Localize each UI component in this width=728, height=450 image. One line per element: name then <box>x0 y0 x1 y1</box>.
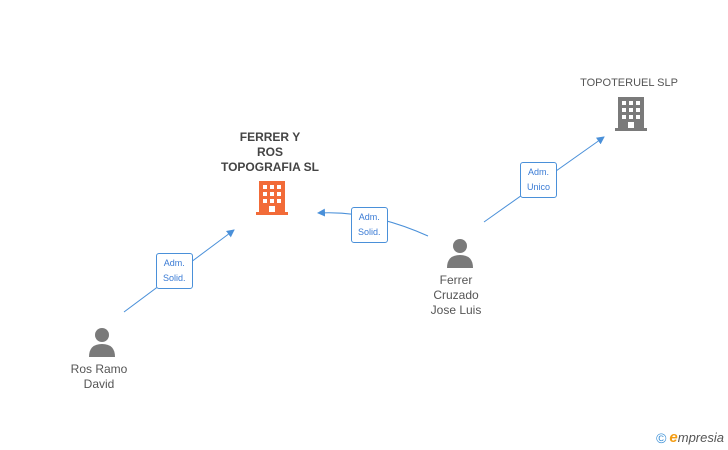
brand-name: mpresia <box>677 430 724 445</box>
company-label-topoteruel[interactable]: TOPOTERUEL SLP <box>580 77 678 89</box>
person-icon[interactable] <box>87 327 117 357</box>
copyright-symbol: © <box>656 429 667 446</box>
person-icon[interactable] <box>445 238 475 268</box>
brand-logo-e: e <box>669 429 678 446</box>
edge-label-ferrer-cruzado-to-ferrer: Adm. Solid. <box>351 207 388 243</box>
edge-label-ferrer-cruzado-to-topoteruel: Adm. Unico <box>520 162 558 198</box>
company-label-ferrer-y-ros[interactable]: FERRER Y ROS TOPOGRAFIA SL <box>220 130 319 174</box>
person-label-ferrer-cruzado[interactable]: Ferrer Cruzado Jose Luis <box>430 273 482 317</box>
edge-label-ros-to-ferrer: Adm. Solid. <box>156 253 193 289</box>
person-label-ros-ramo[interactable]: Ros Ramo David <box>70 362 128 391</box>
building-icon[interactable] <box>256 181 288 215</box>
building-icon[interactable] <box>615 97 647 131</box>
